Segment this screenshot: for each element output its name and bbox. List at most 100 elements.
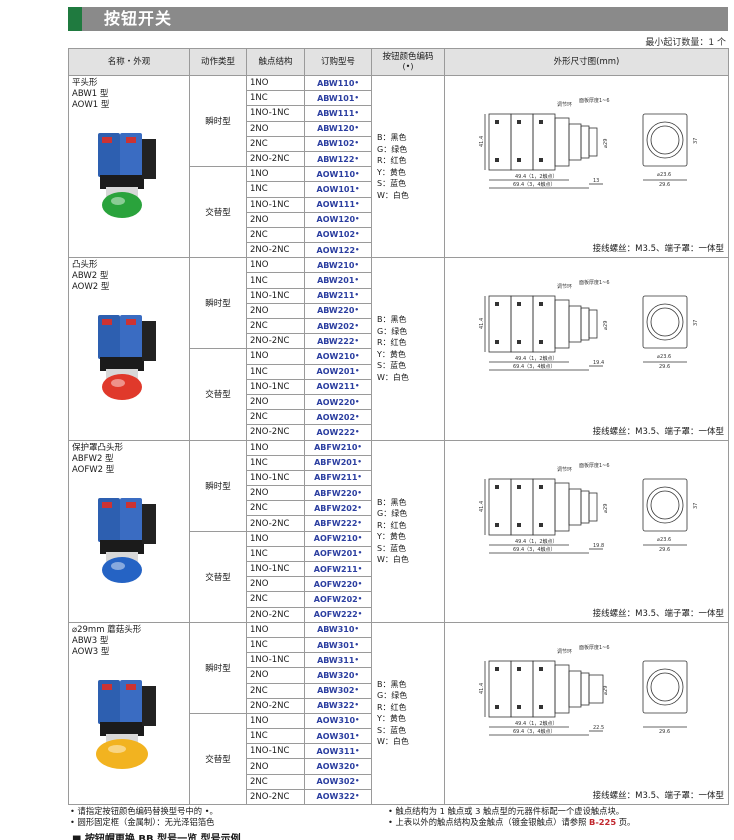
- order-code-cell: ABW311•: [304, 652, 372, 669]
- color-code-item: R：红色: [377, 338, 407, 348]
- svg-text:调节环: 调节环: [557, 466, 572, 473]
- dimension-drawing: 调节环面板厚度1~641.449.4（1，2触点）69.4（3，4触点）19.4…: [479, 279, 699, 371]
- order-code: AOW122: [316, 245, 356, 255]
- contact-structure-cell: 2NO: [246, 758, 305, 775]
- svg-text:面板厚度1~6: 面板厚度1~6: [579, 279, 610, 286]
- order-code-cell: AOW302•: [304, 773, 372, 790]
- screw-note: 接线螺丝：M3.5、端子罩：一体型: [592, 608, 724, 619]
- svg-text:41.4: 41.4: [479, 136, 485, 147]
- contact-structure-cell: 2NO: [246, 667, 305, 684]
- color-code-item: G：绿色: [377, 326, 408, 336]
- order-code: ABW201: [317, 276, 355, 286]
- order-code-cell: AOW210•: [304, 348, 372, 365]
- color-code-item: Y：黄色: [377, 167, 406, 177]
- color-placeholder-dot-icon: •: [357, 610, 363, 619]
- footnote-color-code: • 请指定按钮颜色编码替换型号中的 •。: [70, 806, 218, 816]
- svg-text:19.4: 19.4: [593, 360, 604, 366]
- svg-text:调节环: 调节环: [557, 283, 572, 290]
- product-model-name: AOW2 型: [72, 282, 110, 293]
- page-reference-link[interactable]: B-225: [589, 817, 617, 827]
- order-code: ABW120: [317, 124, 355, 134]
- contact-structure-cell: 2NO: [246, 485, 305, 502]
- order-code-cell: ABW111•: [304, 105, 372, 122]
- contact-structure-cell: 1NO-1NC: [246, 743, 305, 760]
- color-code-item: Y：黄色: [377, 349, 406, 359]
- svg-text:69.4（3，4触点）: 69.4（3，4触点）: [513, 181, 556, 188]
- svg-text:41.4: 41.4: [479, 500, 485, 511]
- color-placeholder-dot-icon: •: [354, 124, 359, 133]
- header-contact: 触点结构: [246, 48, 305, 76]
- color-placeholder-dot-icon: •: [354, 686, 359, 695]
- order-code: AOW211: [316, 382, 356, 392]
- svg-text:调节环: 调节环: [557, 101, 572, 108]
- action-type-cell: 瞬时型: [189, 621, 247, 714]
- color-placeholder-dot-icon: •: [355, 762, 360, 771]
- svg-text:面板厚度1~6: 面板厚度1~6: [579, 462, 610, 469]
- svg-text:29.6: 29.6: [659, 547, 670, 553]
- contact-structure-cell: 2NO: [246, 211, 305, 228]
- order-code: AOW202: [316, 412, 356, 422]
- contact-structure-cell: 2NO: [246, 393, 305, 411]
- order-code: AOW210: [316, 351, 356, 361]
- color-placeholder-dot-icon: •: [355, 200, 360, 209]
- header-dims: 外形尺寸图(mm): [444, 48, 729, 76]
- color-code-item: R：红色: [377, 156, 407, 166]
- color-code-item: R：红色: [377, 702, 407, 712]
- color-placeholder-dot-icon: •: [355, 367, 360, 376]
- order-code: AOFW222: [313, 610, 358, 620]
- color-placeholder-dot-icon: •: [355, 777, 360, 786]
- order-code: AOW322: [316, 792, 356, 802]
- order-code: AOW111: [316, 200, 356, 210]
- screw-note: 接线螺丝：M3.5、端子罩：一体型: [592, 244, 724, 255]
- order-code: AOW320: [316, 762, 356, 772]
- color-placeholder-dot-icon: •: [354, 625, 359, 634]
- svg-text:41.4: 41.4: [479, 318, 485, 329]
- svg-text:69.4（3，4触点）: 69.4（3，4触点）: [513, 546, 556, 553]
- svg-text:面板厚度1~6: 面板厚度1~6: [579, 644, 610, 651]
- product-model-name: AOW1 型: [72, 100, 110, 110]
- contact-structure-cell: 1NC: [246, 181, 305, 198]
- footnote-frame: • 圆形固定框（金属制）：无光泽铝箔色: [70, 817, 215, 827]
- action-type-cell: 瞬时型: [189, 439, 247, 532]
- order-code-cell: AOW102•: [304, 226, 372, 244]
- pushbutton-photo: [98, 497, 156, 583]
- color-code-item: W：白色: [377, 737, 409, 747]
- order-code: ABFW202: [314, 503, 358, 513]
- order-code-cell: ABW302•: [304, 682, 372, 699]
- order-code-cell: AOW111•: [304, 196, 372, 213]
- pushbutton-photo: [96, 679, 156, 769]
- section-title-bar: 按钮开关: [68, 7, 728, 31]
- contact-structure-cell: 1NO-1NC: [246, 196, 305, 213]
- product-model-name: AOW3 型: [72, 646, 110, 657]
- order-code-cell: AOW301•: [304, 728, 372, 745]
- contact-structure-cell: 2NO-2NC: [246, 242, 305, 259]
- order-code: ABFW220: [314, 488, 358, 498]
- color-placeholder-dot-icon: •: [355, 351, 360, 360]
- order-code-cell: ABW120•: [304, 120, 372, 137]
- contact-structure-cell: 2NO: [246, 576, 305, 593]
- order-code-cell: AOFW202•: [304, 591, 372, 608]
- color-code-item: B：黑色: [377, 315, 407, 325]
- color-placeholder-dot-icon: •: [357, 443, 362, 452]
- product-model-name: AOFW2 型: [72, 464, 115, 475]
- contact-structure-cell: 2NC: [246, 773, 305, 790]
- svg-text:29.6: 29.6: [659, 729, 670, 735]
- order-code: ABW302: [317, 686, 355, 696]
- product-shape-name: 凸头形: [72, 260, 98, 271]
